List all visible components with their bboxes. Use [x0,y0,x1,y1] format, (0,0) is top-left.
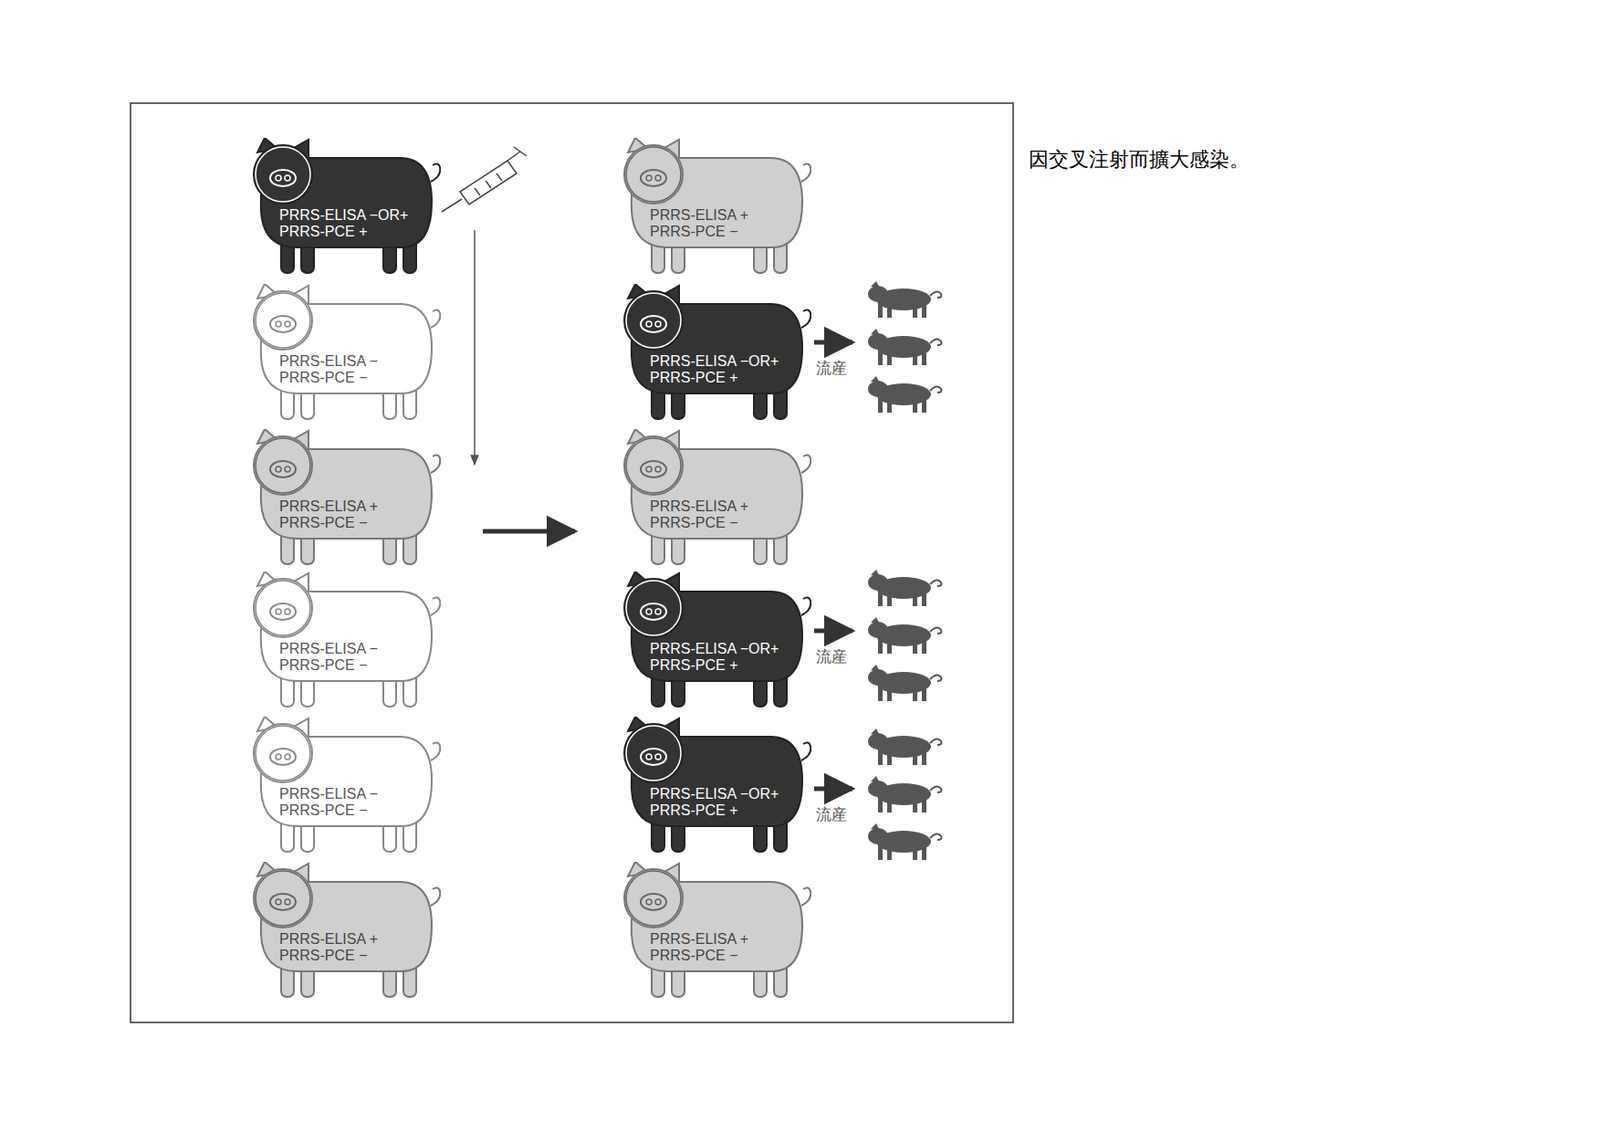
abortion-group-2 [814,569,942,701]
test-result: PRRS-ELISA − [279,353,378,370]
test-result: PRRS-PCE − [649,223,749,241]
test-result: PRRS-ELISA −OR+ [649,353,779,370]
abortion-label: 流産 [815,646,848,668]
pig-node: PRRS-ELISA +PRRS-PCE − [244,428,441,566]
pig-outline [244,861,441,999]
pig-outline [615,571,812,709]
test-result: PRRS-PCE − [649,947,749,964]
pig-node: PRRS-ELISA +PRRS-PCE − [244,861,441,999]
pig-outline [244,571,441,709]
pig-node: PRRS-ELISA −OR+PRRS-PCE + [244,137,441,275]
pig-outline [244,283,441,421]
pig-node: PRRS-ELISA −OR+PRRS-PCE + [615,283,812,421]
test-result-group: PRRS-ELISA +PRRS-PCE − [279,498,378,532]
test-result-group: PRRS-ELISA −OR+PRRS-PCE + [649,640,779,674]
test-result: PRRS-PCE + [649,802,779,819]
syringe [441,146,527,212]
test-result: PRRS-PCE − [279,802,378,819]
test-result: PRRS-PCE − [649,514,749,532]
pig-outline [615,716,812,854]
test-result: PRRS-ELISA −OR+ [279,207,408,224]
abortion-label: 流産 [815,357,848,379]
pig-outline [244,716,441,854]
abortion-label: 流産 [815,804,848,826]
test-result: PRRS-ELISA − [279,640,378,658]
test-result: PRRS-PCE + [649,657,779,674]
pig-outline [244,137,441,275]
abortion-group-1 [814,281,942,413]
pig-outline [244,428,441,566]
test-result: PRRS-ELISA + [649,498,749,515]
test-result-group: PRRS-ELISA +PRRS-PCE − [649,930,749,964]
test-result: PRRS-ELISA + [279,498,378,515]
pig-node: PRRS-ELISA −PRRS-PCE − [244,571,441,709]
pig-outline [615,428,812,566]
pig-node: PRRS-ELISA +PRRS-PCE − [615,861,812,999]
test-result-group: PRRS-ELISA −PRRS-PCE − [279,353,378,387]
test-result-group: PRRS-ELISA −PRRS-PCE − [279,785,378,819]
test-result-group: PRRS-ELISA −OR+PRRS-PCE + [649,353,779,387]
test-result: PRRS-ELISA + [649,207,749,224]
test-result: PRRS-PCE + [279,223,408,241]
test-result-group: PRRS-ELISA −PRRS-PCE − [279,640,378,674]
test-result: PRRS-PCE + [649,369,779,387]
pig-node: PRRS-ELISA −PRRS-PCE − [244,283,441,421]
pig-outline [615,137,812,275]
test-result: PRRS-PCE − [279,947,378,964]
pig-node: PRRS-ELISA +PRRS-PCE − [615,428,812,566]
pig-node: PRRS-ELISA −PRRS-PCE − [244,716,441,854]
test-result: PRRS-ELISA + [279,930,378,948]
test-result: PRRS-ELISA + [649,930,749,948]
test-result-group: PRRS-ELISA −OR+PRRS-PCE + [649,785,779,819]
test-result-group: PRRS-ELISA +PRRS-PCE − [649,207,749,241]
pig-node: PRRS-ELISA +PRRS-PCE − [615,137,812,275]
test-result: PRRS-ELISA −OR+ [649,785,779,803]
abortion-group-3 [814,728,942,860]
test-result: PRRS-PCE − [279,369,378,387]
result-arrow [482,529,576,534]
test-result: PRRS-ELISA −OR+ [649,640,779,658]
test-result: PRRS-ELISA − [279,785,378,803]
test-result-group: PRRS-ELISA −OR+PRRS-PCE + [279,207,408,241]
pig-node: PRRS-ELISA −OR+PRRS-PCE + [615,571,812,709]
test-result: PRRS-PCE − [279,514,378,532]
pig-node: PRRS-ELISA −OR+PRRS-PCE + [615,716,812,854]
frame [130,103,1014,1023]
transfer-arrow [473,230,476,465]
test-result: PRRS-PCE − [279,657,378,674]
pig-outline [615,283,812,421]
pig-outline [615,861,812,999]
test-result-group: PRRS-ELISA +PRRS-PCE − [279,930,378,964]
side-note: 因交叉注射而擴大感染。 [1028,146,1250,174]
test-result-group: PRRS-ELISA +PRRS-PCE − [649,498,749,532]
